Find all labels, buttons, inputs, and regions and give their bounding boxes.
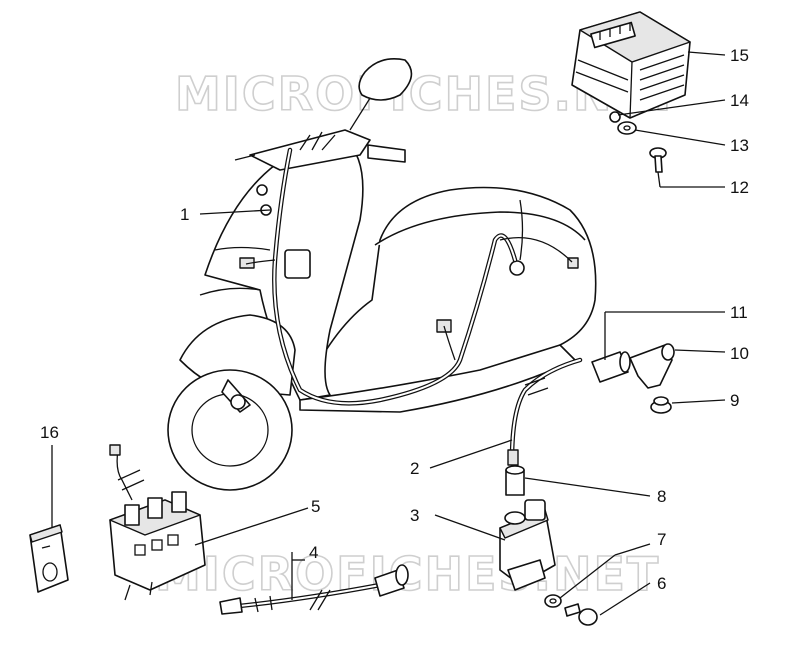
- callout-4: 4: [309, 543, 318, 562]
- spark-plug-lead-part-4: [219, 564, 409, 615]
- bolt-part-6: [564, 603, 598, 626]
- grommet-part-9: [650, 396, 672, 414]
- washer-part-13: [617, 121, 637, 135]
- callout-8: 8: [657, 487, 666, 506]
- scooter-illustration: [167, 58, 597, 491]
- callout-3: 3: [410, 506, 419, 525]
- ht-cable-part-2: [507, 357, 583, 466]
- callout-2: 2: [410, 459, 419, 478]
- callout-10: 10: [730, 344, 749, 363]
- screw-part-12: [649, 147, 667, 173]
- callout-7: 7: [657, 530, 666, 549]
- washer-part-7: [544, 594, 562, 608]
- ignition-coil-part-3: [499, 499, 556, 591]
- voltage-regulator-part-15: [571, 11, 691, 123]
- callout-11: 11: [730, 303, 748, 322]
- relay-part-16: [29, 524, 69, 593]
- callout-14: 14: [730, 91, 749, 110]
- wiring-harness-part-1: [245, 131, 573, 406]
- callout-13: 13: [730, 136, 749, 155]
- connector-part-11: [591, 351, 631, 383]
- callout-5: 5: [311, 497, 320, 516]
- callout-16: 16: [40, 423, 59, 442]
- callout-numbers: 1 2 3 4 5 6 7 8 9 10 11 12 13 14 15 16: [40, 46, 749, 593]
- leader-lines: [51, 51, 726, 616]
- callout-6: 6: [657, 574, 666, 593]
- control-unit-part-5: [109, 444, 206, 601]
- callout-9: 9: [730, 391, 739, 410]
- callout-12: 12: [730, 178, 749, 197]
- callout-1: 1: [180, 205, 189, 224]
- coil-cap-part-8: [505, 465, 525, 496]
- plug-cap-part-10: [629, 343, 675, 389]
- callout-15: 15: [730, 46, 749, 65]
